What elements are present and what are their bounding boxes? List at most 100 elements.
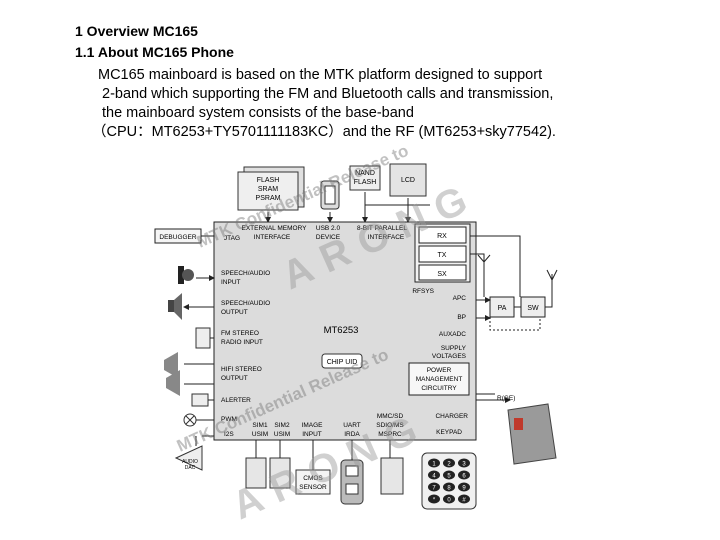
svg-text:USIM: USIM: [252, 431, 268, 438]
svg-text:USB 2.0: USB 2.0: [316, 225, 341, 232]
svg-text:SW: SW: [527, 305, 539, 312]
svg-text:HIFI STEREO: HIFI STEREO: [221, 366, 262, 373]
nand-flash-chip: NAND FLASH: [349, 165, 381, 191]
left-connections: [183, 275, 215, 446]
rf-transceiver: RX TX SX: [414, 223, 471, 283]
keypad-key: [443, 458, 455, 468]
svg-text:PWM: PWM: [221, 416, 237, 423]
pa-block: PA: [489, 296, 515, 318]
svg-text:JTAG: JTAG: [224, 235, 240, 242]
keypad-key: [443, 470, 455, 480]
uart-connector: [340, 459, 364, 505]
svg-text:INTERFACE: INTERFACE: [254, 234, 291, 241]
flash-sram-chip: FLASH SRAM PSRAM: [237, 166, 305, 211]
svg-text:DEVICE: DEVICE: [316, 234, 341, 241]
svg-text:MT6253: MT6253: [324, 325, 359, 336]
bottom-interface-labels: SIM1 USIM SIM2 USIM IMAGE INPUT UART IRD…: [252, 413, 405, 438]
svg-text:FM STEREO: FM STEREO: [221, 330, 259, 337]
svg-text:AUDIO: AUDIO: [182, 459, 198, 465]
keypad-key-label: 0: [447, 498, 451, 504]
keypad-key: [458, 482, 470, 492]
lcd-panel: LCD: [389, 163, 427, 197]
svg-text:CHIP UID: CHIP UID: [327, 359, 358, 366]
svg-text:OUTPUT: OUTPUT: [221, 375, 248, 382]
memory-card: [380, 457, 404, 495]
svg-text:VOLTAGES: VOLTAGES: [432, 353, 467, 360]
keypad-key-label: 3: [462, 462, 466, 468]
svg-text:MSPRC: MSPRC: [378, 431, 402, 438]
svg-text:BP: BP: [457, 314, 466, 321]
svg-text:SUPPLY: SUPPLY: [441, 345, 467, 352]
debugger-block: DEBUGGER: [154, 228, 214, 244]
keypad-key: [443, 494, 455, 504]
right-side-labels: RFSYS APC BP AUXADC SUPPLY VOLTAGES CHAR…: [412, 288, 468, 436]
svg-text:DEBUGGER: DEBUGGER: [159, 234, 197, 241]
left-side-labels: SPEECH/AUDIO INPUT SPEECH/AUDIO OUTPUT F…: [221, 270, 270, 438]
svg-text:UART: UART: [343, 422, 361, 429]
speaker-icon: [168, 293, 182, 320]
svg-text:CHARGER: CHARGER: [435, 413, 468, 420]
keypad-key-label: 2: [447, 462, 451, 468]
bottom-connections: [255, 440, 391, 470]
keypad-key-label: 6: [462, 474, 466, 480]
microphone-icon: [178, 266, 194, 284]
heading-overview: 1 Overview MC165: [75, 23, 198, 39]
svg-text:OUTPUT: OUTPUT: [221, 309, 248, 316]
keypad-key-label: 4: [432, 474, 436, 480]
sim-card-slots: [245, 457, 291, 489]
svg-text:IRDA: IRDA: [344, 431, 360, 438]
svg-text:SDIO/MS: SDIO/MS: [376, 422, 404, 429]
svg-text:FLASH: FLASH: [354, 179, 377, 186]
svg-text:MMC/SD: MMC/SD: [377, 413, 404, 420]
heading-about-phone: 1.1 About MC165 Phone: [75, 44, 234, 60]
svg-text:PA: PA: [498, 305, 507, 312]
keypad-key: [428, 470, 440, 480]
svg-text:NAND: NAND: [355, 170, 375, 177]
svg-text:SENSOR: SENSOR: [299, 484, 327, 491]
svg-text:I2S: I2S: [224, 431, 234, 438]
top-bus-connectors: [265, 192, 430, 223]
svg-text:SIM2: SIM2: [274, 422, 290, 429]
svg-text:8-BIT PARALLEL: 8-BIT PARALLEL: [357, 225, 407, 232]
svg-text:POWER: POWER: [427, 367, 452, 374]
svg-text:RX: RX: [437, 233, 447, 240]
keypad-key-label: 8: [447, 486, 451, 492]
svg-text:SPEECH/AUDIO: SPEECH/AUDIO: [221, 300, 270, 307]
svg-text:FLASH: FLASH: [257, 177, 280, 184]
svg-text:EXTERNAL MEMORY: EXTERNAL MEMORY: [241, 225, 307, 232]
keypad-key: [458, 494, 470, 504]
svg-text:USIM: USIM: [274, 431, 290, 438]
audio-dac-block: AUDIO DAC: [174, 445, 203, 471]
svg-text:LCD: LCD: [401, 177, 415, 184]
svg-text:SIM1: SIM1: [252, 422, 268, 429]
keypad-key: [458, 458, 470, 468]
svg-text:CIRCUITRY: CIRCUITRY: [421, 385, 457, 392]
svg-text:IMAGE: IMAGE: [302, 422, 324, 429]
keypad-key: [443, 482, 455, 492]
keypad-key-label: 5: [447, 474, 451, 480]
svg-text:CMOS: CMOS: [303, 475, 323, 482]
usb-connector: [320, 180, 340, 210]
svg-text:INPUT: INPUT: [302, 431, 322, 438]
sw-block: SW: [520, 296, 546, 318]
battery-icon: [507, 403, 557, 465]
keypad-key: [428, 458, 440, 468]
power-management-block: POWER MANAGEMENT CIRCUITRY: [408, 362, 470, 396]
svg-text:APC: APC: [453, 295, 467, 302]
fm-radio-icon: [195, 327, 211, 349]
r-ge-label: R(GE): [497, 395, 515, 402]
rf-connections: [470, 235, 558, 403]
svg-text:ALERTER: ALERTER: [221, 397, 251, 404]
keypad-key-label: *: [433, 498, 436, 504]
svg-text:TX: TX: [438, 252, 447, 259]
svg-text:KEYPAD: KEYPAD: [436, 429, 462, 436]
chip-interface-labels: EXTERNAL MEMORY INTERFACE USB 2.0 DEVICE…: [224, 225, 407, 242]
cmos-sensor: CMOS SENSOR: [295, 469, 331, 495]
keypad-key: [458, 470, 470, 480]
keypad-key-label: 1: [432, 462, 436, 468]
keypad-key-label: 7: [432, 486, 436, 492]
svg-text:RADIO INPUT: RADIO INPUT: [221, 339, 263, 346]
svg-text:AUXADC: AUXADC: [439, 331, 466, 338]
paragraph-line-3: the mainboard system consists of the bas…: [102, 105, 414, 121]
